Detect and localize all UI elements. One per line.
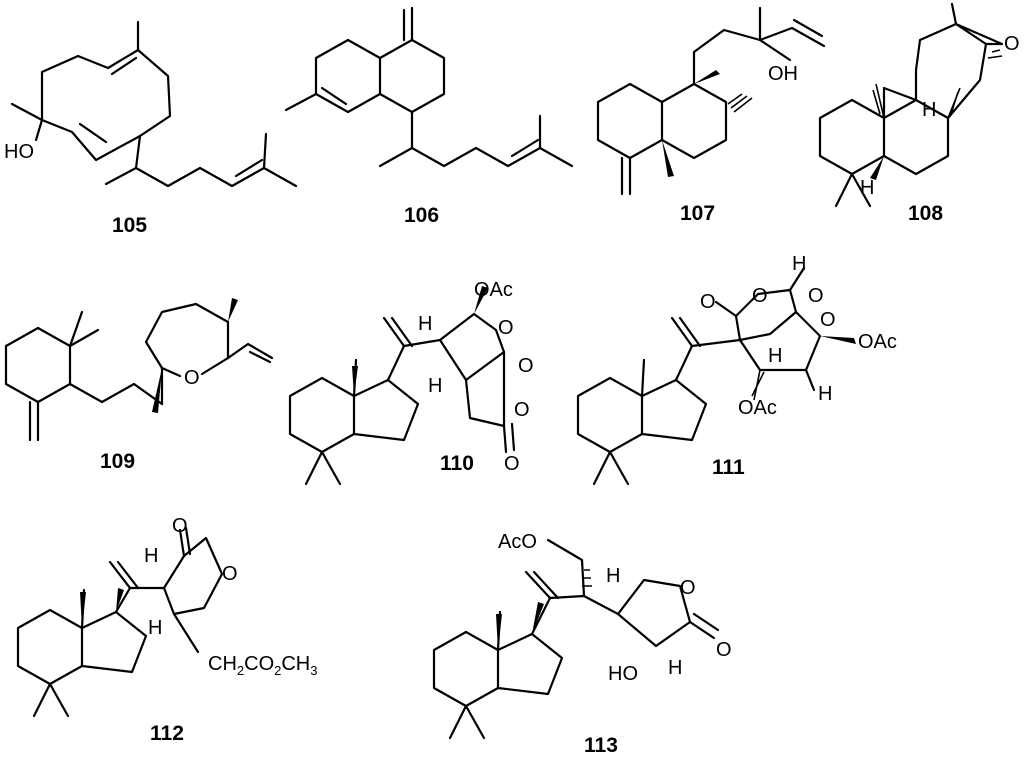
atom-111-H2: H bbox=[768, 345, 782, 367]
structure-110 bbox=[288, 286, 516, 486]
atom-108-O: O bbox=[1004, 33, 1020, 55]
atom-108-H2: H bbox=[860, 177, 874, 199]
label-112: 112 bbox=[150, 722, 184, 745]
atom-110-OAc: OAc bbox=[474, 279, 513, 301]
structure-105 bbox=[10, 20, 298, 188]
label-106: 106 bbox=[404, 204, 439, 227]
atom-111-O3: O bbox=[808, 285, 824, 307]
label-107: 107 bbox=[680, 202, 715, 225]
atom-111-H1: H bbox=[792, 253, 806, 275]
atom-113-O2: O bbox=[716, 639, 732, 661]
atom-110-O1: O bbox=[498, 317, 514, 339]
label-110: 110 bbox=[440, 452, 474, 475]
atom-112-H1: H bbox=[144, 545, 158, 567]
label-111: 111 bbox=[712, 456, 745, 479]
structure-108 bbox=[818, 2, 1004, 208]
atom-113-AcO: AcO bbox=[498, 531, 537, 553]
atom-113-HO: HO bbox=[608, 663, 638, 685]
label-108: 108 bbox=[908, 202, 943, 225]
label-109: 109 bbox=[100, 450, 135, 473]
structure-106 bbox=[284, 6, 574, 168]
atom-105-HO: HO bbox=[4, 141, 34, 163]
structure-112 bbox=[16, 526, 224, 718]
atom-112-H2: H bbox=[148, 617, 162, 639]
atom-112-O1: O bbox=[172, 515, 188, 537]
atom-109-O: O bbox=[184, 367, 200, 389]
atom-110-H1: H bbox=[418, 313, 432, 335]
atom-113-H2: H bbox=[668, 657, 682, 679]
atom-110-H2: H bbox=[428, 375, 442, 397]
atom-110-O2: O bbox=[518, 355, 534, 377]
atom-111-H3: H bbox=[818, 383, 832, 405]
atom-111-OAc1: OAc bbox=[858, 331, 897, 353]
atom-112-CH2CO2CH3: CH2CO2CH3 bbox=[208, 653, 317, 678]
atom-111-O1: O bbox=[700, 291, 716, 313]
structure-109 bbox=[4, 298, 274, 442]
atom-113-O1: O bbox=[680, 577, 696, 599]
atom-111-OAc2: OAc bbox=[738, 397, 777, 419]
atom-108-H1: H bbox=[922, 99, 936, 121]
structure-107 bbox=[596, 6, 826, 196]
structure-111 bbox=[576, 266, 856, 486]
structure-113 bbox=[432, 538, 720, 740]
atom-111-O4: O bbox=[820, 309, 836, 331]
atom-107-OH: OH bbox=[768, 63, 798, 85]
label-113: 113 bbox=[584, 734, 618, 757]
atom-112-O2: O bbox=[222, 563, 238, 585]
atom-110-O4: O bbox=[504, 453, 520, 475]
atom-110-O3: O bbox=[514, 399, 530, 421]
atom-113-H1: H bbox=[606, 565, 620, 587]
label-105: 105 bbox=[112, 214, 147, 237]
atom-111-O2: O bbox=[752, 285, 768, 307]
